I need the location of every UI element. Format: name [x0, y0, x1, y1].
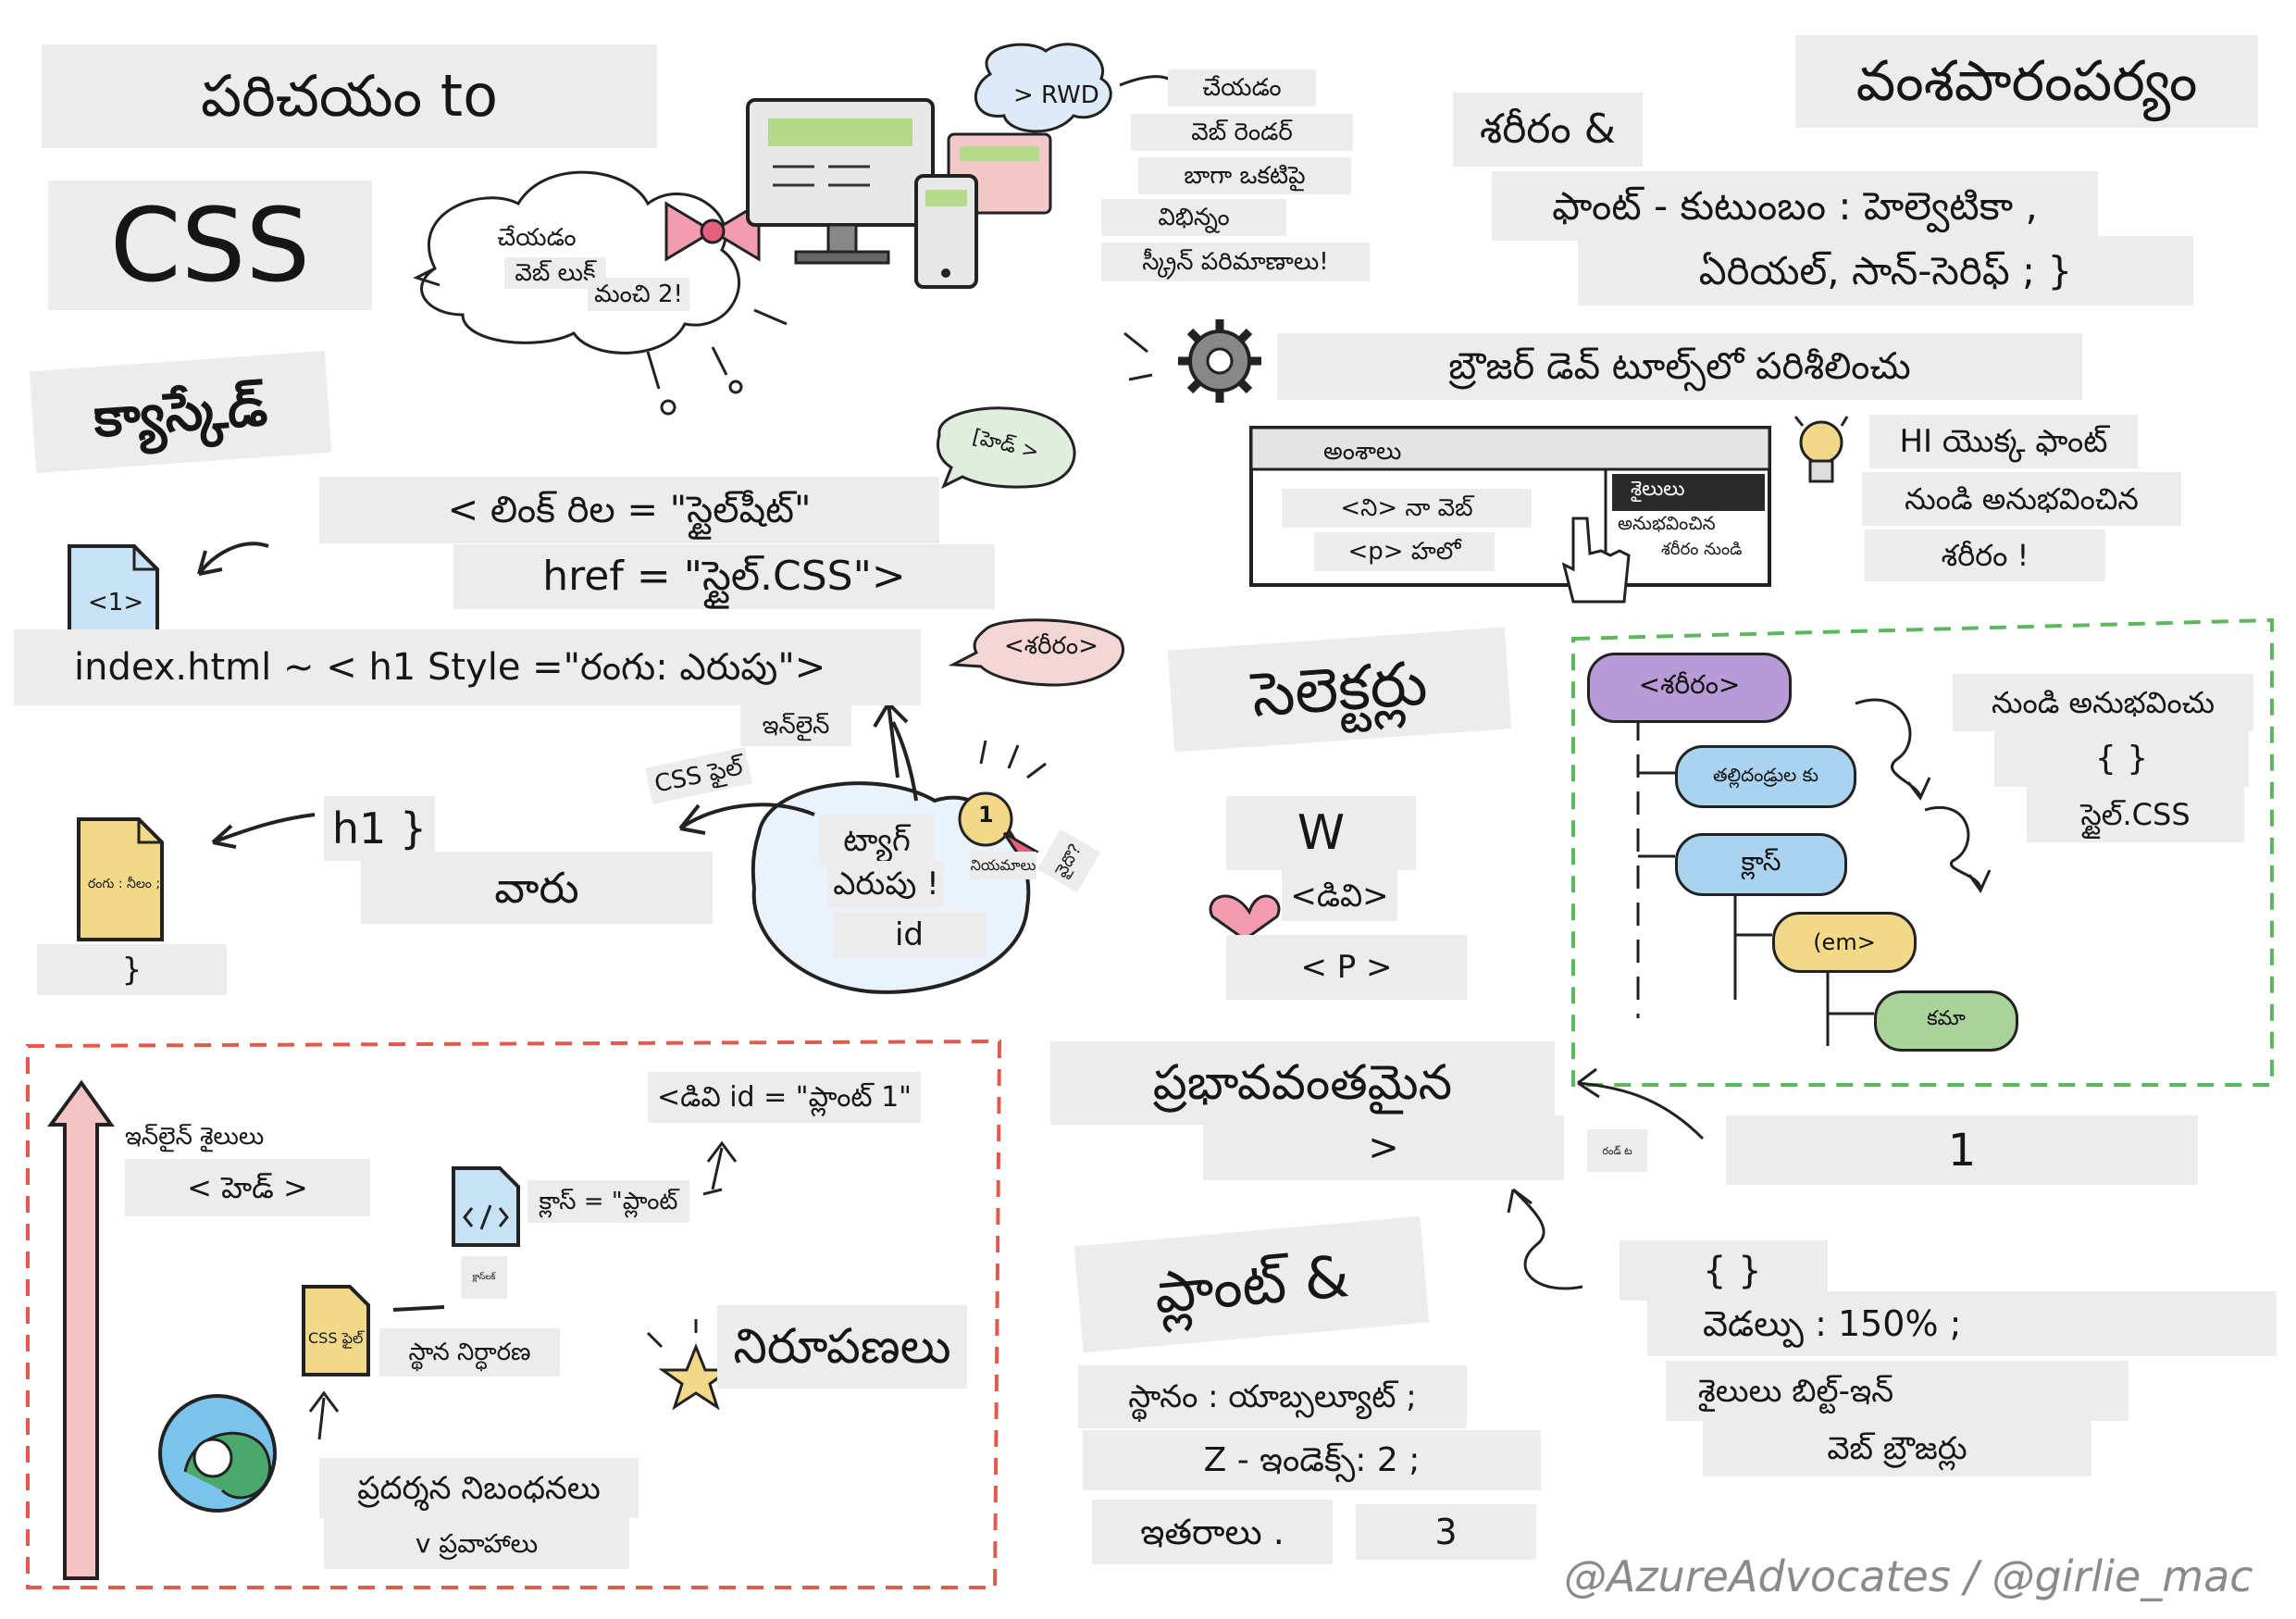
position-line-2: Z - ఇండెక్స్: 2 ;	[1083, 1430, 1541, 1490]
rwd-line-3: బాగా ఒకటిపై	[1138, 157, 1351, 194]
edge-logo-icon	[158, 1394, 277, 1513]
tree-right-3: స్టైల్.CSS	[2027, 787, 2244, 842]
order-div-id: <డివి id = "ప్లాంట్ 1"	[648, 1072, 921, 1123]
order-position: స్థాన నిర్ధారణ	[379, 1328, 560, 1376]
lightbulb-icon	[1793, 416, 1849, 483]
gear-icon	[1178, 319, 1261, 403]
link-line-1: < లింక్ రిల = "స్టైల్‌షీట్"	[319, 477, 939, 543]
tree-node-em: (em>	[1772, 912, 1917, 973]
file-tag: <1>	[88, 589, 144, 616]
devtools-side-tab: శైలులు	[1631, 478, 1685, 501]
monitor-icon	[746, 98, 935, 265]
order-display: ప్రదర్శన నిబంధనలు	[319, 1458, 639, 1518]
tip-line-3: శరీరం !	[1865, 529, 2105, 581]
specificity-one: 1	[1726, 1115, 2198, 1185]
order-inline-styles: ఇన్‌లైన్ శైలులు	[125, 1123, 265, 1151]
order-head: < హెడ్ >	[125, 1159, 370, 1216]
hand-cursor-icon	[1561, 517, 1631, 604]
rwd-line-4: విభిన్నం	[1101, 199, 1286, 236]
devtools-row-2: <p> హలో	[1314, 532, 1495, 571]
position-line-1: స్థానం : యాబ్సల్యూట్ ;	[1078, 1365, 1467, 1428]
order-css-file: CSS ఫైల్	[308, 1329, 364, 1347]
tip-line-2: నుండి అనుభవించిన	[1862, 472, 2181, 526]
inline-style-line: index.html ~ < h1 Style ="రంగు: ఎరుపు">	[14, 629, 921, 705]
position-three: 3	[1356, 1504, 1536, 1560]
devtools-side-line-2: శరీరం నుండి	[1661, 540, 1743, 559]
body-bubble-text: <శరీరం>	[1004, 632, 1098, 660]
inheritance-line-1: శరీరం &	[1453, 93, 1643, 167]
specificity-small: రండ్ ట	[1587, 1129, 1647, 1172]
tree-node-root: <శరీరం>	[1587, 653, 1792, 723]
title-line-2: CSS	[48, 181, 372, 310]
selector-w: W	[1226, 796, 1416, 870]
h1-code: h1 }	[324, 796, 435, 861]
h1-word: వారు	[361, 852, 713, 924]
width-line-2: శైలులు బిల్ట్-ఇన్	[1666, 1361, 2128, 1421]
inheritance-line-2: ఫాంట్ - కుటుంబం : హెల్వెటికా ,	[1492, 171, 2098, 241]
blob-tag: ట్యాగ్	[819, 815, 935, 866]
cascade-heading: క్యాస్కేడ్	[29, 350, 332, 474]
h1-close: }	[37, 944, 227, 995]
link-line-2: href = "స్టైల్.CSS">	[453, 544, 995, 609]
order-class: క్లాస్ = "ప్లాంట్	[527, 1180, 689, 1223]
width-brace: { }	[1620, 1240, 1828, 1301]
medal-icon	[958, 791, 1039, 864]
width-line-1: వెడల్పు : 150% ;	[1647, 1291, 2277, 1356]
rwd-line-5: స్క్రీన్ పరిమాణాలు!	[1101, 243, 1370, 281]
devtools-row-1: <ని> నా వెబ్	[1282, 489, 1532, 528]
selector-div: <డివి>	[1282, 870, 1397, 921]
tree-right-1: నుండి అనుభవించు	[1953, 674, 2253, 731]
cloud-text-1: చేయడం	[497, 224, 577, 252]
cloud-text-3: మంచి 2!	[588, 278, 689, 311]
devtools-side-line-1: అనుభవించిన	[1618, 512, 1716, 534]
heart-icon	[1209, 894, 1281, 941]
rwd-cloud-label: > RWD	[1013, 81, 1099, 109]
order-small-tag: క్లాస్‌లక్	[461, 1256, 507, 1299]
blob-id: id	[833, 912, 986, 958]
blob-side-1: నియమాలు	[970, 852, 1036, 879]
position-line-3: ఇతరాలు .	[1092, 1500, 1333, 1564]
rwd-line-2: వెబ్ రెండర్	[1131, 114, 1353, 151]
inline-label: ఇన్‌లైన్	[740, 705, 851, 746]
tip-line-1: HI యొక్క ఫాంట్	[1869, 415, 2138, 468]
h1-file-text: రంగు : నీలం ;	[88, 877, 161, 891]
tree-node-class: క్లాస్	[1675, 833, 1847, 896]
file-icon	[302, 1285, 370, 1376]
specificity-heading: ప్రభావవంతమైన	[1050, 1041, 1555, 1125]
order-streams: v ప్రవాహాలు	[324, 1518, 629, 1569]
tree-node-comma: కమా	[1874, 990, 2018, 1052]
title-line-1: పరిచయం to	[42, 44, 657, 148]
footer-credit: @AzureAdvocates / @girlie_mac	[1564, 1551, 2253, 1601]
width-line-3: వెబ్ బ్రౌజర్లు	[1703, 1421, 2091, 1476]
selector-p: < P >	[1226, 935, 1467, 1000]
file-icon	[77, 817, 164, 941]
phone-icon	[914, 174, 978, 289]
medal-number: 1	[978, 802, 994, 828]
blob-red: ఎరుపు !	[828, 861, 944, 907]
rwd-line-1: చేయడం	[1168, 69, 1316, 106]
devtools-heading: బ్రౌజర్ డెవ్ టూల్స్‌లో పరిశీలించు	[1277, 333, 2082, 400]
code-file-icon	[452, 1166, 520, 1247]
inheritance-heading: వంశపారంపర్యం	[1795, 35, 2258, 128]
devtools-panel-header: అంశాలు	[1323, 438, 1402, 466]
tree-right-2: { }	[1994, 731, 2249, 787]
expressions-heading: నిరూపణలు	[717, 1305, 967, 1389]
tree-node-parents: తల్లిదండ్రుల కు	[1675, 745, 1856, 808]
specificity-gt: >	[1203, 1115, 1564, 1180]
inheritance-line-3: ఏరియల్, సాన్-సెరిఫ్ ; }	[1578, 236, 2193, 305]
